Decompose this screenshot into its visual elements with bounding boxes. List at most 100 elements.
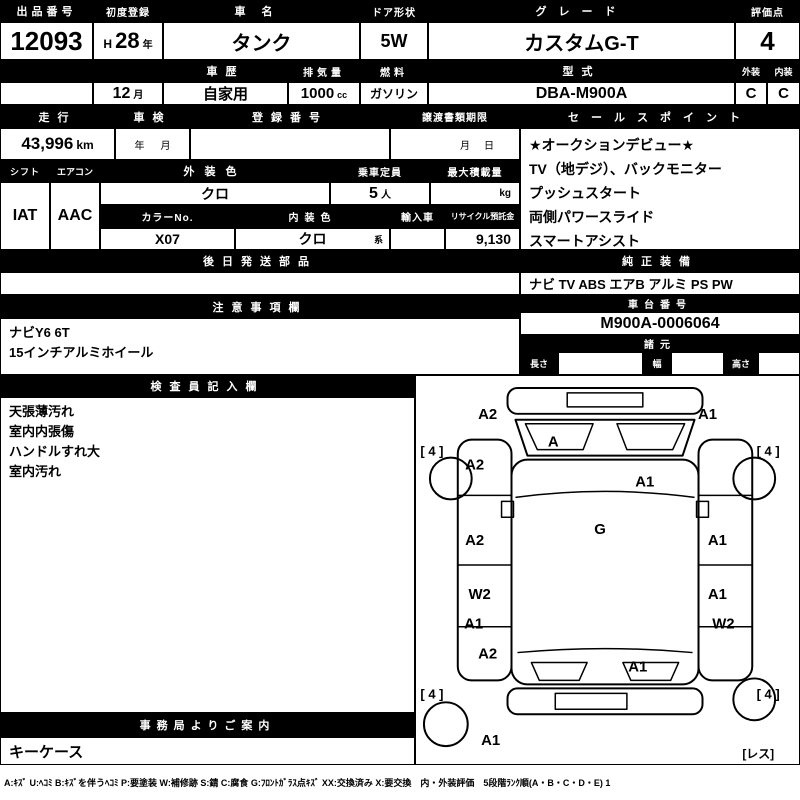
- damage-label: A2: [465, 457, 484, 474]
- tire-depth-label: [ 4 ]: [420, 686, 443, 701]
- damage-label: A2: [478, 406, 497, 423]
- mileage-label: 走行: [0, 105, 115, 128]
- int-color-suffix: 系: [373, 234, 383, 245]
- mileage-value: 43,996: [21, 134, 74, 153]
- door-shape-label: ドア形状: [360, 0, 428, 22]
- first-reg-label: 初度登録: [93, 0, 163, 22]
- chassis-label: 車台番号: [520, 295, 800, 312]
- length-label: 長さ: [520, 352, 558, 375]
- month-unit: 月: [133, 89, 144, 101]
- sales-point-line: プッシュスタート: [529, 185, 641, 201]
- sales-point-line: ★オークションデビュー★: [529, 137, 695, 153]
- recycle-fee-value: 9,130: [445, 228, 520, 250]
- width-cell: [671, 352, 724, 375]
- shift-label: シフト: [0, 160, 50, 182]
- damage-label: A1: [481, 732, 500, 749]
- sales-point-line: スマートアシスト: [529, 233, 641, 249]
- car-name-label: 車名: [163, 0, 360, 22]
- sales-points-label: セールスポイント: [520, 105, 800, 128]
- damage-label: A1: [708, 532, 727, 549]
- int-color-value: クロ: [298, 231, 327, 247]
- first-reg-year-cell: H 28 年: [93, 22, 163, 60]
- transfer-deadline-label: 譲渡書類期限: [390, 105, 520, 128]
- damage-label: A2: [478, 646, 497, 663]
- auction-no-label: 出品番号: [0, 0, 93, 22]
- reg-no-cell: [190, 128, 390, 160]
- model-value: DBA-M900A: [428, 82, 735, 105]
- height-cell: [758, 352, 800, 375]
- interior-grade-value: C: [767, 82, 800, 105]
- parts-cell: [0, 272, 520, 295]
- empty-cell: [0, 82, 93, 105]
- transfer-deadline-cell: 月 日: [390, 128, 520, 160]
- auction-no-value: 12093: [0, 22, 93, 60]
- era-value: H: [103, 37, 113, 51]
- ext-color-value: クロ: [100, 182, 330, 205]
- legend: A:ｷｽﾞ U:ﾍｺﾐ B:ｷｽﾞを伴うﾍｺﾐ P:要塗装 W:補修跡 S:錆 …: [0, 765, 800, 800]
- fuel-label: 燃料: [360, 60, 428, 82]
- note-line: 15インチアルミホイール: [9, 345, 154, 360]
- grade-label: グレード: [428, 0, 735, 22]
- displacement-unit: cc: [337, 90, 348, 100]
- displacement-value: 1000: [300, 85, 335, 102]
- recycle-label: リサイクル預託金: [445, 205, 520, 228]
- shift-value: IAT: [0, 182, 50, 250]
- inspector-note-line: 室内汚れ: [9, 464, 62, 479]
- year-value: 28: [115, 28, 140, 53]
- score-value: 4: [735, 22, 800, 60]
- damage-label: A: [548, 434, 559, 451]
- fuel-value: ガソリン: [360, 82, 428, 105]
- tire-depth-label: [ 4 ]: [757, 686, 780, 701]
- car-diagram: A2 A1 A [ 4 ] A2 [ 4 ] A1 A2 G A1 W2 A1 …: [420, 386, 780, 761]
- damage-label: A1: [628, 658, 647, 675]
- displacement-cell: 1000 cc: [288, 82, 360, 105]
- mileage-cell: 43,996 km: [0, 128, 115, 160]
- spare-tire-label: [レス]: [742, 747, 774, 761]
- history-value: 自家用: [163, 82, 288, 105]
- damage-label: A2: [465, 532, 484, 549]
- color-no-label: カラーNo.: [100, 205, 235, 228]
- equipment-label: 純正装備: [520, 250, 800, 272]
- dimensions-label: 諸元: [520, 335, 800, 352]
- shaken-year-unit: 年: [134, 140, 145, 152]
- notes-cell: ナビY6 6T 15インチアルミホイール: [0, 318, 520, 375]
- capacity-unit: 人: [380, 189, 391, 201]
- office-note: キーケース: [0, 737, 415, 765]
- reg-no-label: 登録番号: [190, 105, 390, 128]
- ac-value: AAC: [50, 182, 100, 250]
- damage-label: A1: [698, 406, 717, 423]
- tire-depth-label: [ 4 ]: [757, 444, 780, 459]
- inspector-notes-cell: 天張薄汚れ 室内内張傷 ハンドルすれ大 室内汚れ: [0, 397, 415, 713]
- damage-label: G: [594, 521, 606, 538]
- notes-label: 注意事項欄: [0, 295, 520, 318]
- chassis-number: M900A-0006064: [520, 312, 800, 335]
- capacity-cell: 5 人: [330, 182, 430, 205]
- color-no-value: X07: [100, 228, 235, 250]
- capacity-label: 乗車定員: [330, 160, 430, 182]
- grade-value: カスタムG-T: [428, 22, 735, 60]
- import-label: 輸入車: [390, 205, 445, 228]
- ac-label: エアコン: [50, 160, 100, 182]
- score-label: 評価点: [735, 0, 800, 22]
- diagram-box: A2 A1 A [ 4 ] A2 [ 4 ] A1 A2 G A1 W2 A1 …: [415, 375, 800, 765]
- parts-label: 後日発送部品: [0, 250, 520, 272]
- year-unit: 年: [142, 40, 153, 51]
- office-label: 事務局よりご案内: [0, 713, 415, 737]
- tire-depth-label: [ 4 ]: [420, 444, 443, 459]
- damage-label: W2: [712, 616, 734, 633]
- displacement-label: 排気量: [288, 60, 360, 82]
- inspector-note-line: ハンドルすれ大: [9, 444, 101, 459]
- exterior-grade-value: C: [735, 82, 767, 105]
- door-shape-value: 5W: [360, 22, 428, 60]
- shaken-cell: 年 月: [115, 128, 190, 160]
- transfer-month-unit: 月: [460, 140, 470, 152]
- history-label: 車歴: [163, 60, 288, 82]
- sales-point-line: 両側パワースライド: [529, 209, 655, 225]
- inspector-note-line: 室内内張傷: [9, 424, 75, 439]
- inspector-label: 検査員記入欄: [0, 375, 415, 397]
- ext-color-label: 外装色: [100, 160, 330, 182]
- int-color-label: 内装色: [235, 205, 390, 228]
- length-cell: [558, 352, 643, 375]
- max-load-cell: kg: [430, 182, 520, 205]
- damage-label: A1: [464, 616, 483, 633]
